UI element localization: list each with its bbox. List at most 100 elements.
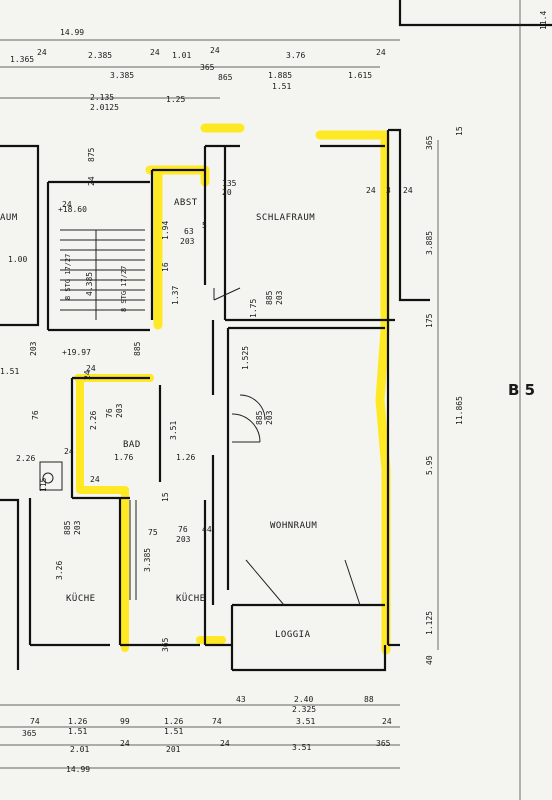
dim-bottom-row4-3: 24	[220, 739, 230, 748]
dim-schlaf-4: 1.94	[161, 221, 170, 240]
dim-bad-4: 3.51	[169, 421, 178, 440]
dim-top-row3-0: 2.135	[90, 93, 114, 102]
room-label-schlafraum: SCHLAFRAUM	[256, 213, 315, 223]
dim-top-row-4: 1.01	[172, 51, 191, 60]
dim-bad-6: 1.26	[176, 453, 195, 462]
dim-kueche-2: 3.26	[55, 561, 64, 580]
dim-middle-1: 1.525	[241, 346, 250, 370]
details	[39, 229, 361, 606]
dim-bottom-row2-5: 3.51	[296, 717, 315, 726]
dim-kueche-4: 75	[148, 528, 158, 537]
dim-middle-2: 885	[255, 410, 264, 425]
dim-top-row-3: 24	[150, 48, 160, 57]
dim-top-row2-0: 3.385	[110, 71, 134, 80]
dim-loggia-0: 365	[161, 637, 170, 652]
dim-misc-3: 1.51	[0, 367, 19, 376]
dim-kueche-5: 76	[178, 525, 188, 534]
room-label-abst: ABST	[174, 198, 198, 208]
dim-schlaf-7: 1.37	[171, 286, 180, 305]
dim-top-row2-1: 365	[200, 63, 215, 72]
dim-bad-9: 24	[90, 475, 100, 484]
level-upper: +18.60	[58, 205, 87, 214]
dim-kueche-3: 3.385	[143, 548, 152, 572]
dim-kueche-6: 203	[176, 535, 191, 544]
dim-top-row-7: 24	[376, 48, 386, 57]
dim-middle-0: 175	[425, 313, 434, 328]
dim-bad-8: 24	[64, 447, 74, 456]
dim-bottom-row2-3: 1.26	[164, 717, 183, 726]
dim-loggia-1: 1.125	[425, 611, 434, 635]
dim-side-4: 24	[87, 176, 96, 186]
dim-kueche-0: 885	[63, 520, 72, 535]
dim-bottom-row2-6: 24	[382, 717, 392, 726]
dim-bottom-row2-4: 74	[212, 717, 222, 726]
dim-middle-3: 203	[265, 410, 274, 425]
dim-bottom-row4-1: 24	[120, 739, 130, 748]
dim-bottom-row2-1: 1.26	[68, 717, 87, 726]
dim-misc-5: 885	[133, 341, 142, 356]
highlight-marks	[74, 123, 391, 655]
dim-kueche-8: 15	[161, 492, 170, 502]
dim-side-0: 875	[87, 147, 96, 162]
dim-top-row2-2: 865	[218, 73, 233, 82]
dim-schlaf-0: 135	[222, 179, 237, 188]
dim-loggia-2: 40	[425, 655, 434, 665]
dim-top-row3-2: 1.25	[166, 95, 185, 104]
dimension-lines	[0, 0, 521, 800]
dim-bad-7: 2.26	[16, 454, 35, 463]
dim-top-row2-sub: 1.51	[272, 82, 291, 91]
dim-top-row3-1: 2.0125	[90, 103, 119, 112]
dim-misc-8: 115	[39, 477, 48, 492]
block-tag: B 5	[508, 381, 535, 399]
dim-schlaf-3: 203	[180, 237, 195, 246]
dim-schlaf-11: 3.885	[425, 231, 434, 255]
dim-misc-7: 24	[83, 370, 92, 380]
room-labels: ABST SCHLAFRAUM WOHNRAUM LOGGIA BAD KÜCH…	[0, 198, 535, 640]
dim-bottom-row4-0: 2.01	[70, 745, 89, 754]
dim-kueche-1: 203	[73, 520, 82, 535]
dim-bottom-row2-0: 74	[30, 717, 40, 726]
room-label-kueche-left: KÜCHE	[66, 593, 96, 604]
dim-bottom-total: 14.99	[66, 765, 90, 774]
dim-bad-0: 24	[86, 364, 96, 373]
dim-top-total: 14.99	[60, 28, 84, 37]
dim-misc-2: 4.385	[85, 272, 94, 296]
dim-bottom-row3-2: 1.51	[164, 727, 183, 736]
dim-bottom-row1-2: 2.325	[292, 705, 316, 714]
dim-schlaf-9: 203	[275, 290, 284, 305]
dim-bottom-row4-2: 201	[166, 745, 181, 754]
dim-bottom-row3-1: 1.51	[68, 727, 87, 736]
room-label-wohnraum: WOHNRAUM	[270, 521, 317, 531]
dim-middle-5: 5.95	[425, 456, 434, 475]
dim-side-5: 365	[425, 135, 434, 150]
room-label-bad: BAD	[123, 440, 141, 450]
dim-top-row2-3: 1.885	[268, 71, 292, 80]
dim-bad-5: 1.76	[114, 453, 133, 462]
stair-label-left: 8 STG 17/27	[64, 254, 72, 300]
dim-bad-1: 2.26	[89, 411, 98, 430]
dim-top-row-0: 1.365	[10, 55, 34, 64]
dim-misc-1: 1.00	[8, 255, 27, 264]
dim-top-row-5: 24	[210, 46, 220, 55]
room-label-left: AUM	[0, 213, 18, 223]
dim-side-1: 24	[366, 186, 376, 195]
walls	[0, 0, 552, 672]
dim-misc-0: 24	[62, 200, 72, 209]
dim-schlaf-10: 1.75	[249, 299, 258, 318]
dim-kueche-7: 44	[202, 525, 212, 534]
dim-top-row2-4: 1.615	[348, 71, 372, 80]
dim-bottom-row3-0: 365	[22, 729, 37, 738]
dim-bottom-row4-4: 3.51	[292, 743, 311, 752]
dim-bad-2: 76	[105, 408, 114, 418]
dim-bottom-row4-5: 365	[376, 739, 391, 748]
dim-side-6: 15	[455, 126, 464, 136]
dim-side-2: 24	[403, 186, 413, 195]
dim-side-3: 3	[386, 186, 391, 195]
dim-bottom-row1-1: 2.40	[294, 695, 313, 704]
room-label-kueche-mid: KÜCHE	[176, 593, 206, 604]
dim-top-row-1: 24	[37, 48, 47, 57]
dim-top-row-2: 2.385	[88, 51, 112, 60]
dim-schlaf-8: 885	[265, 290, 274, 305]
dim-schlaf-6: 16	[161, 262, 170, 272]
